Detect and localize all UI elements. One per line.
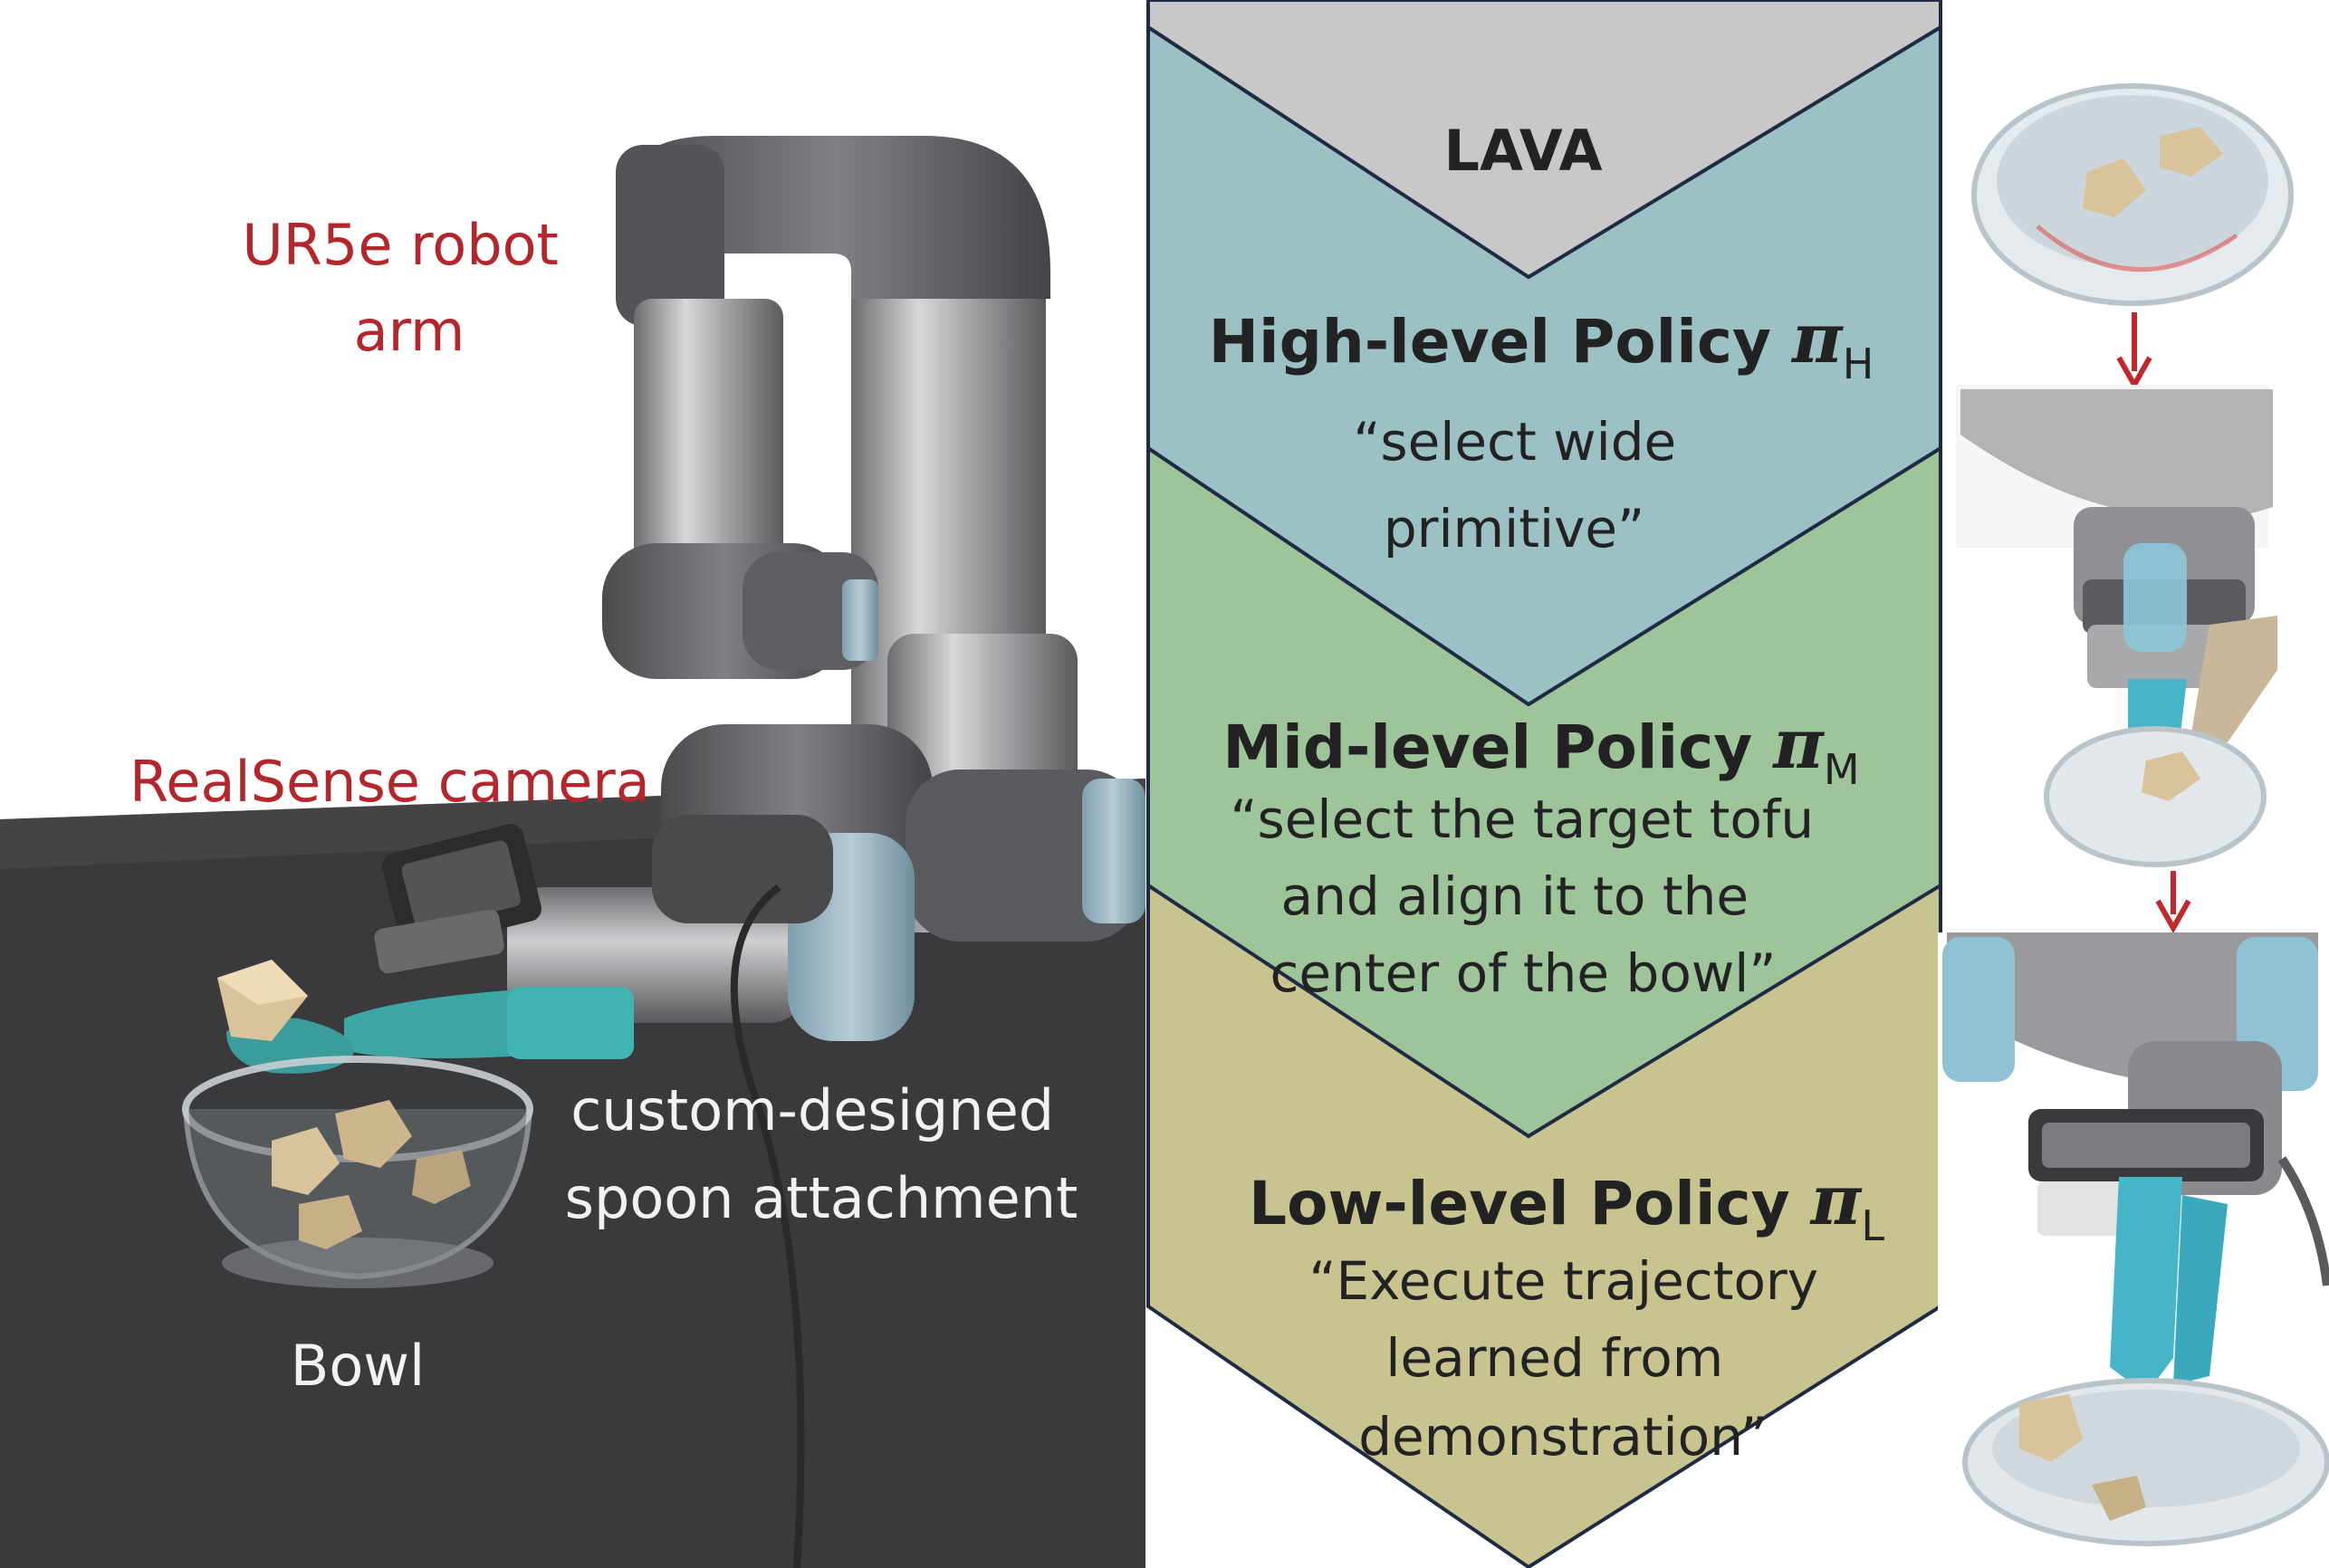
diagram-title: LAVA bbox=[1443, 118, 1602, 184]
low-level-description: “Execute trajectory learned from demonst… bbox=[1308, 1250, 1835, 1468]
camera-label: RealSense camera bbox=[129, 749, 650, 815]
down-arrow-icon bbox=[2116, 312, 2152, 391]
spoon-label: custom-designed spoon attachment bbox=[565, 1077, 1078, 1231]
sequence-robot-scoop bbox=[1938, 932, 2329, 1557]
mid-level-title: Mid-level Policy πM bbox=[1222, 703, 1859, 794]
camera-body bbox=[374, 824, 542, 974]
policy-hierarchy: LAVA High-level Policy πH “select wide p… bbox=[1146, 0, 1942, 1568]
tofu-cube-icon bbox=[217, 960, 308, 1041]
high-level-title: High-level Policy πH bbox=[1209, 298, 1874, 388]
low-level-title: Low-level Policy πL bbox=[1249, 1160, 1884, 1250]
sequence-photos bbox=[1938, 83, 2329, 1557]
robot-arm-label: UR5e robot arm bbox=[242, 212, 576, 364]
mid-level-description: “select the target tofu and align it to … bbox=[1230, 789, 1830, 1004]
sequence-bowl-initial bbox=[1971, 83, 2294, 306]
title-band bbox=[1146, 0, 1942, 280]
bowl-icon bbox=[182, 1056, 533, 1288]
down-arrow-icon bbox=[2155, 871, 2191, 934]
bowl-label: Bowl bbox=[291, 1333, 425, 1399]
sequence-robot-approach bbox=[1956, 385, 2277, 867]
robot-arm-photo bbox=[0, 0, 1145, 1568]
high-level-description: “select wide primitive” bbox=[1353, 411, 1692, 559]
